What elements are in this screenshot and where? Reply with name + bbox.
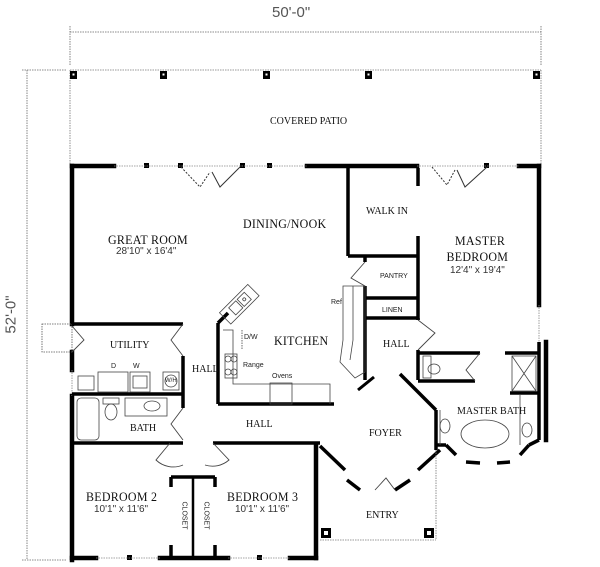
patio-posts <box>70 71 540 79</box>
room-label-utility: UTILITY <box>110 340 150 351</box>
patio-door-great-room <box>180 166 241 188</box>
room-label-hall-west: HALL <box>192 364 219 375</box>
room-label-closet-left: CLOSET <box>180 501 188 530</box>
room-label-covered-patio: COVERED PATIO <box>270 116 348 127</box>
room-label-walk-in: WALK IN <box>366 206 408 217</box>
interior-doors <box>71 261 481 491</box>
room-label-bedroom-3: BEDROOM 3 <box>227 489 299 504</box>
entry-posts <box>321 528 434 538</box>
room-label-hall-east: HALL <box>383 339 410 350</box>
dimension-lines <box>22 26 542 561</box>
patio-outline <box>69 69 542 165</box>
fixture-label-water-heater: W/H <box>165 378 177 384</box>
master-bedroom-line1: MASTER <box>455 233 506 248</box>
fixture-label-refrigerator: Ref <box>331 299 342 306</box>
room-label-kitchen: KITCHEN <box>274 333 329 348</box>
room-label-foyer: FOYER <box>369 428 402 439</box>
room-label-great-room: GREAT ROOM <box>108 232 188 247</box>
room-size-bedroom-2: 10'1" x 11'6" <box>94 504 149 515</box>
room-label-pantry: PANTRY <box>380 273 408 280</box>
room-label-dining-nook: DINING/NOOK <box>243 216 327 231</box>
room-size-master-bedroom: 12'4" x 19'4" <box>450 265 505 276</box>
room-label-master-bath: MASTER BATH <box>457 406 527 417</box>
room-size-great-room: 28'10" x 16'4" <box>116 246 177 257</box>
patio-door-master <box>431 166 488 188</box>
room-label-closet-right: CLOSET <box>202 501 210 530</box>
master-bedroom-line2: BEDROOM <box>446 249 509 264</box>
room-label-entry: ENTRY <box>366 510 399 521</box>
fixture-label-range: Range <box>243 362 264 369</box>
fixtures <box>76 283 537 449</box>
room-label-hall-south: HALL <box>246 419 273 430</box>
fixture-label-dryer: D <box>111 363 117 370</box>
fixture-label-washer: W <box>133 363 140 370</box>
room-size-bedroom-3: 10'1" x 11'6" <box>235 504 290 515</box>
room-label-bedroom-2: BEDROOM 2 <box>86 489 158 504</box>
room-label-master-bedroom: MASTER BEDROOM <box>446 233 508 265</box>
fixture-label-dishwasher: D/W <box>244 334 258 341</box>
fixture-label-ovens: Ovens <box>272 373 293 380</box>
overall-depth-dimension: 52'-0" <box>2 295 20 334</box>
room-label-linen: LINEN <box>382 307 403 314</box>
room-label-bath: BATH <box>130 423 157 434</box>
overall-width-dimension: 50'-0" <box>272 4 311 21</box>
